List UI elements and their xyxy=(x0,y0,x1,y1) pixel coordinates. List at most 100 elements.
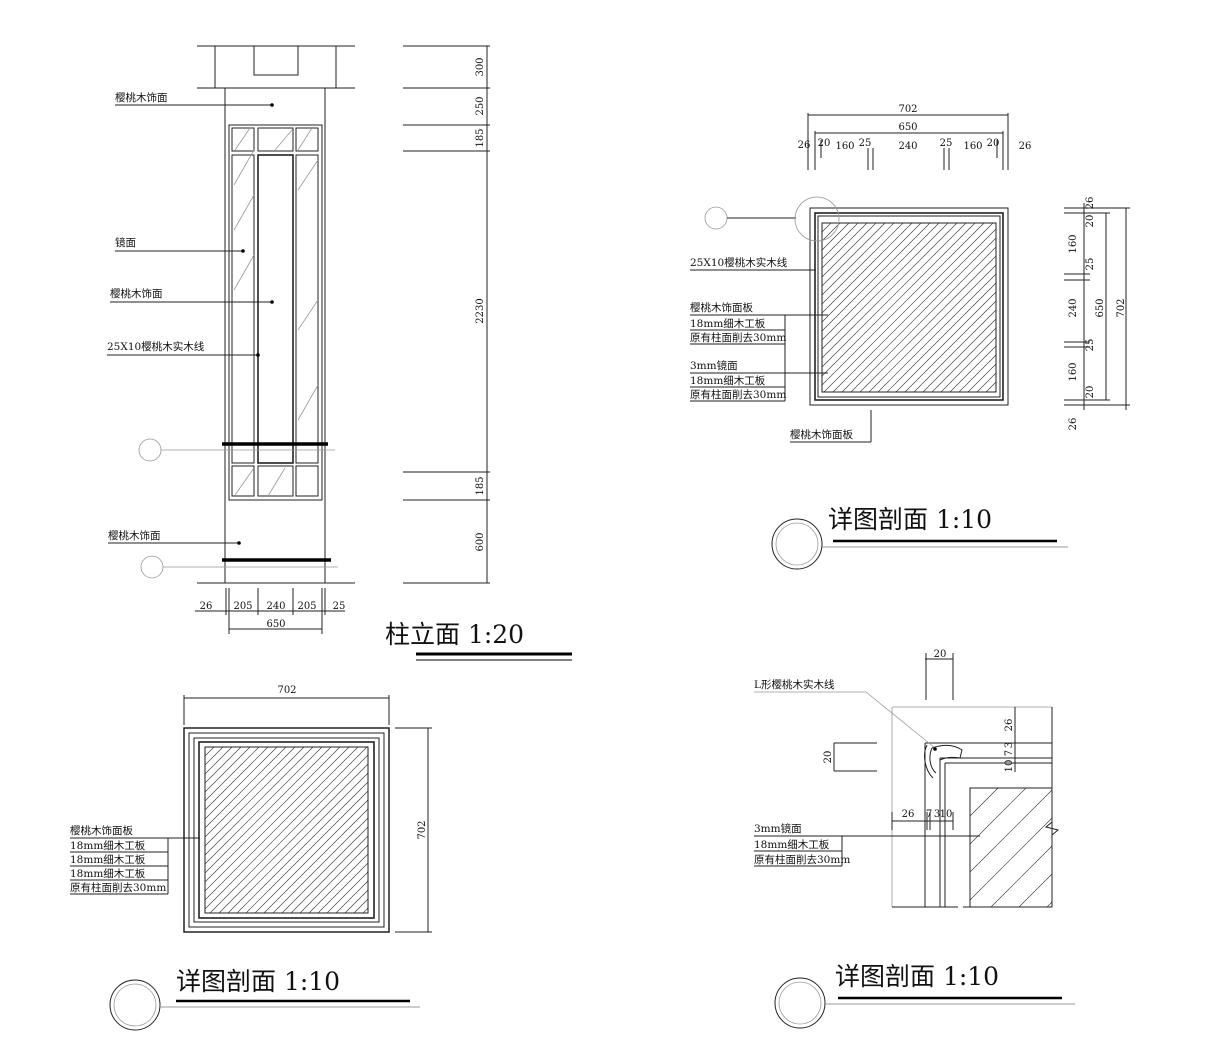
label: 18mm细木工板 xyxy=(70,853,146,866)
hatch-line xyxy=(1018,873,1053,908)
dim-text: 185 xyxy=(475,128,486,147)
dim-text: 300 xyxy=(475,57,486,76)
hatch-line xyxy=(227,772,369,914)
hatch-line xyxy=(868,264,997,393)
hatch-line xyxy=(353,898,369,914)
hatch-line xyxy=(931,327,997,393)
dim-text: 25 xyxy=(859,138,872,149)
hatch-line xyxy=(821,222,976,377)
hatch-line xyxy=(821,222,904,305)
hatch-line xyxy=(236,781,369,914)
label: 18mm细木工板 xyxy=(690,317,766,330)
elevation-dims-right: 300 250 185 2230 185 600 xyxy=(403,45,490,584)
dim-text: 7 xyxy=(1004,750,1015,756)
dim-text: 160 xyxy=(1068,234,1079,253)
dim-text: 26 xyxy=(1068,418,1079,431)
hatch-line xyxy=(922,318,997,393)
mirror-frame xyxy=(228,124,323,501)
dim-text: 160 xyxy=(835,141,854,152)
dim-text: 26 xyxy=(1085,197,1096,210)
section-marker xyxy=(138,438,162,462)
hatch-line xyxy=(209,754,369,914)
hatch-line xyxy=(821,222,958,359)
hatch-line xyxy=(821,222,877,278)
label: 25X10樱桃木实木线 xyxy=(690,256,788,269)
dim-text: 7 xyxy=(926,809,932,820)
hatch-line xyxy=(204,746,269,811)
label: 樱桃木饰面板 xyxy=(690,301,753,314)
hatch-line xyxy=(204,746,260,802)
hatch-line xyxy=(204,746,233,775)
hatch-line xyxy=(362,907,369,914)
hatch-line xyxy=(204,746,251,793)
hatch-line xyxy=(204,746,323,865)
hatch-line xyxy=(904,300,997,393)
elevation-dims-bottom: 26 205 240 205 25 650 xyxy=(195,588,345,634)
hatch-line xyxy=(877,273,997,393)
label: 18mm细木工板 xyxy=(690,374,766,387)
hatch-line xyxy=(949,345,997,393)
hatch-line xyxy=(985,381,997,393)
hatch-line xyxy=(913,309,997,393)
hatch-line xyxy=(204,746,332,874)
label: 原有柱面削去30mm xyxy=(690,388,786,401)
dim-text: 185 xyxy=(475,476,486,495)
dim-text: 205 xyxy=(233,601,252,612)
label: 樱桃木饰面 xyxy=(115,91,168,104)
dim-text: 160 xyxy=(1068,362,1079,381)
dim-text: 20 xyxy=(1085,386,1096,399)
dim-text: 702 xyxy=(898,104,917,115)
hatch-line xyxy=(821,222,850,251)
dim-text: 20 xyxy=(823,751,834,764)
hatch-line xyxy=(281,826,369,914)
dim-text: 702 xyxy=(417,820,428,839)
title-circle xyxy=(109,979,161,1031)
label: 樱桃木饰面 xyxy=(110,287,163,300)
hatch-line xyxy=(895,291,997,393)
title-circle xyxy=(774,977,826,1029)
label: 樱桃木饰面板 xyxy=(790,428,853,441)
dim-text: 3 xyxy=(1004,742,1015,748)
hatch-line xyxy=(245,790,369,914)
hatch-line xyxy=(969,787,1027,845)
drawing-title: 详图剖面 1:10 xyxy=(176,967,340,996)
dim-text: 25 xyxy=(333,601,346,612)
dim-text: 26 xyxy=(1004,719,1015,732)
hatch-line xyxy=(308,853,369,914)
hatch-line xyxy=(990,845,1053,908)
hatch-line xyxy=(1046,901,1053,908)
dim-text: 702 xyxy=(1116,298,1127,317)
hatched-core xyxy=(969,787,1053,908)
hatch-line xyxy=(821,222,967,368)
hatch-line xyxy=(821,222,895,296)
label: 18mm细木工板 xyxy=(70,867,146,880)
hatch-line xyxy=(821,222,949,350)
hatch-line xyxy=(335,880,369,914)
hatch-line xyxy=(204,746,224,766)
drawing-title: 详图剖面 1:10 xyxy=(835,962,999,991)
hatch-line xyxy=(832,228,997,393)
dim-text: 160 xyxy=(963,141,982,152)
drawing-title: 柱立面 1:20 xyxy=(385,620,524,649)
hatch-line xyxy=(821,222,922,323)
glass-reflection-marks xyxy=(233,127,319,497)
label: 18mm细木工板 xyxy=(70,839,146,852)
label: 镜面 xyxy=(115,236,136,249)
label: 25X10樱桃木实木线 xyxy=(107,340,205,353)
dim-text: 26 xyxy=(902,809,915,820)
hatch-line xyxy=(204,746,278,820)
dim-text: 250 xyxy=(475,96,486,115)
section-marker xyxy=(140,555,164,579)
hatch-line xyxy=(204,746,305,847)
hatch-line xyxy=(204,746,359,901)
hatch-line xyxy=(821,222,832,233)
hatched-core xyxy=(204,746,369,914)
l-shaped-trim xyxy=(924,744,963,779)
column-outline xyxy=(224,87,326,584)
label: 樱桃木饰面 xyxy=(108,529,161,542)
outer-outline xyxy=(809,207,1009,406)
dim-text: 25 xyxy=(1085,339,1096,352)
section-detail-a: 702 650 26 20 160 25 240 25 160 20 26 26… xyxy=(690,104,1130,570)
label: 原有柱面削去30mm xyxy=(690,331,786,344)
